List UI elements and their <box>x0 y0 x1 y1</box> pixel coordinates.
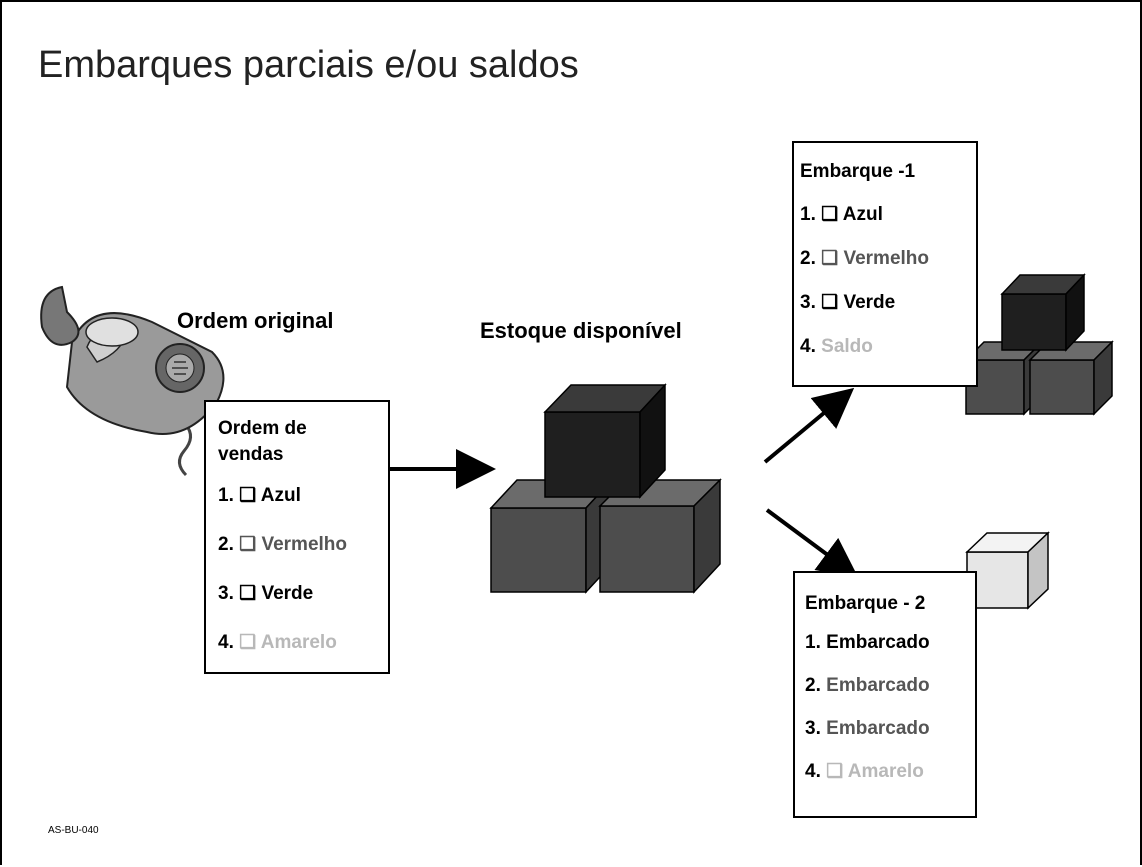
shipment-1-item-3: 3. ❑ Verde <box>800 292 896 313</box>
shipment-1-cubes <box>964 273 1114 416</box>
sales-order-item-1: 1. ❑ Azul <box>218 485 301 506</box>
shipment-2-item-1: 1. Embarcado <box>805 632 930 653</box>
shipment-1-header: Embarque -1 <box>800 161 916 182</box>
shipment-1-item-4: 4. Saldo <box>800 336 873 357</box>
arrow-to-shipment-1 <box>763 387 855 464</box>
slide-code: AS-BU-040 <box>48 825 99 836</box>
sales-order-header-line-2: vendas <box>218 444 284 465</box>
shipment-2-cube <box>965 531 1050 610</box>
telephone-icon <box>40 285 225 477</box>
shipment-2-item-2: 2. Embarcado <box>805 675 930 696</box>
shipment-1-item-1: 1. ❑ Azul <box>800 204 883 225</box>
available-stock-label: Estoque disponível <box>480 318 682 343</box>
sales-order-item-4: 4. ❑ Amarelo <box>218 632 337 653</box>
slide-title: Embarques parciais e/ou saldos <box>38 44 579 86</box>
sales-order-item-2: 2. ❑ Vermelho <box>218 534 348 555</box>
stock-cubes <box>489 383 722 594</box>
shipment-2-header: Embarque - 2 <box>805 593 926 614</box>
shipment-1-box: Embarque -1 1. ❑ Azul 2. ❑ Vermelho 3. ❑… <box>792 141 978 387</box>
sales-order-header-line-1: Ordem de <box>218 418 307 439</box>
original-order-label: Ordem original <box>177 308 334 333</box>
shipment-1-item-2: 2. ❑ Vermelho <box>800 248 930 269</box>
shipment-2-item-4: 4. ❑ Amarelo <box>805 761 924 782</box>
sales-order-box: Ordem de vendas 1. ❑ Azul 2. ❑ Vermelho … <box>204 400 390 674</box>
shipment-2-item-3: 3. Embarcado <box>805 718 930 739</box>
arrow-to-shipment-2 <box>765 508 859 578</box>
shipment-2-box: Embarque - 2 1. Embarcado 2. Embarcado 3… <box>793 571 977 818</box>
sales-order-item-3: 3. ❑ Verde <box>218 583 314 604</box>
